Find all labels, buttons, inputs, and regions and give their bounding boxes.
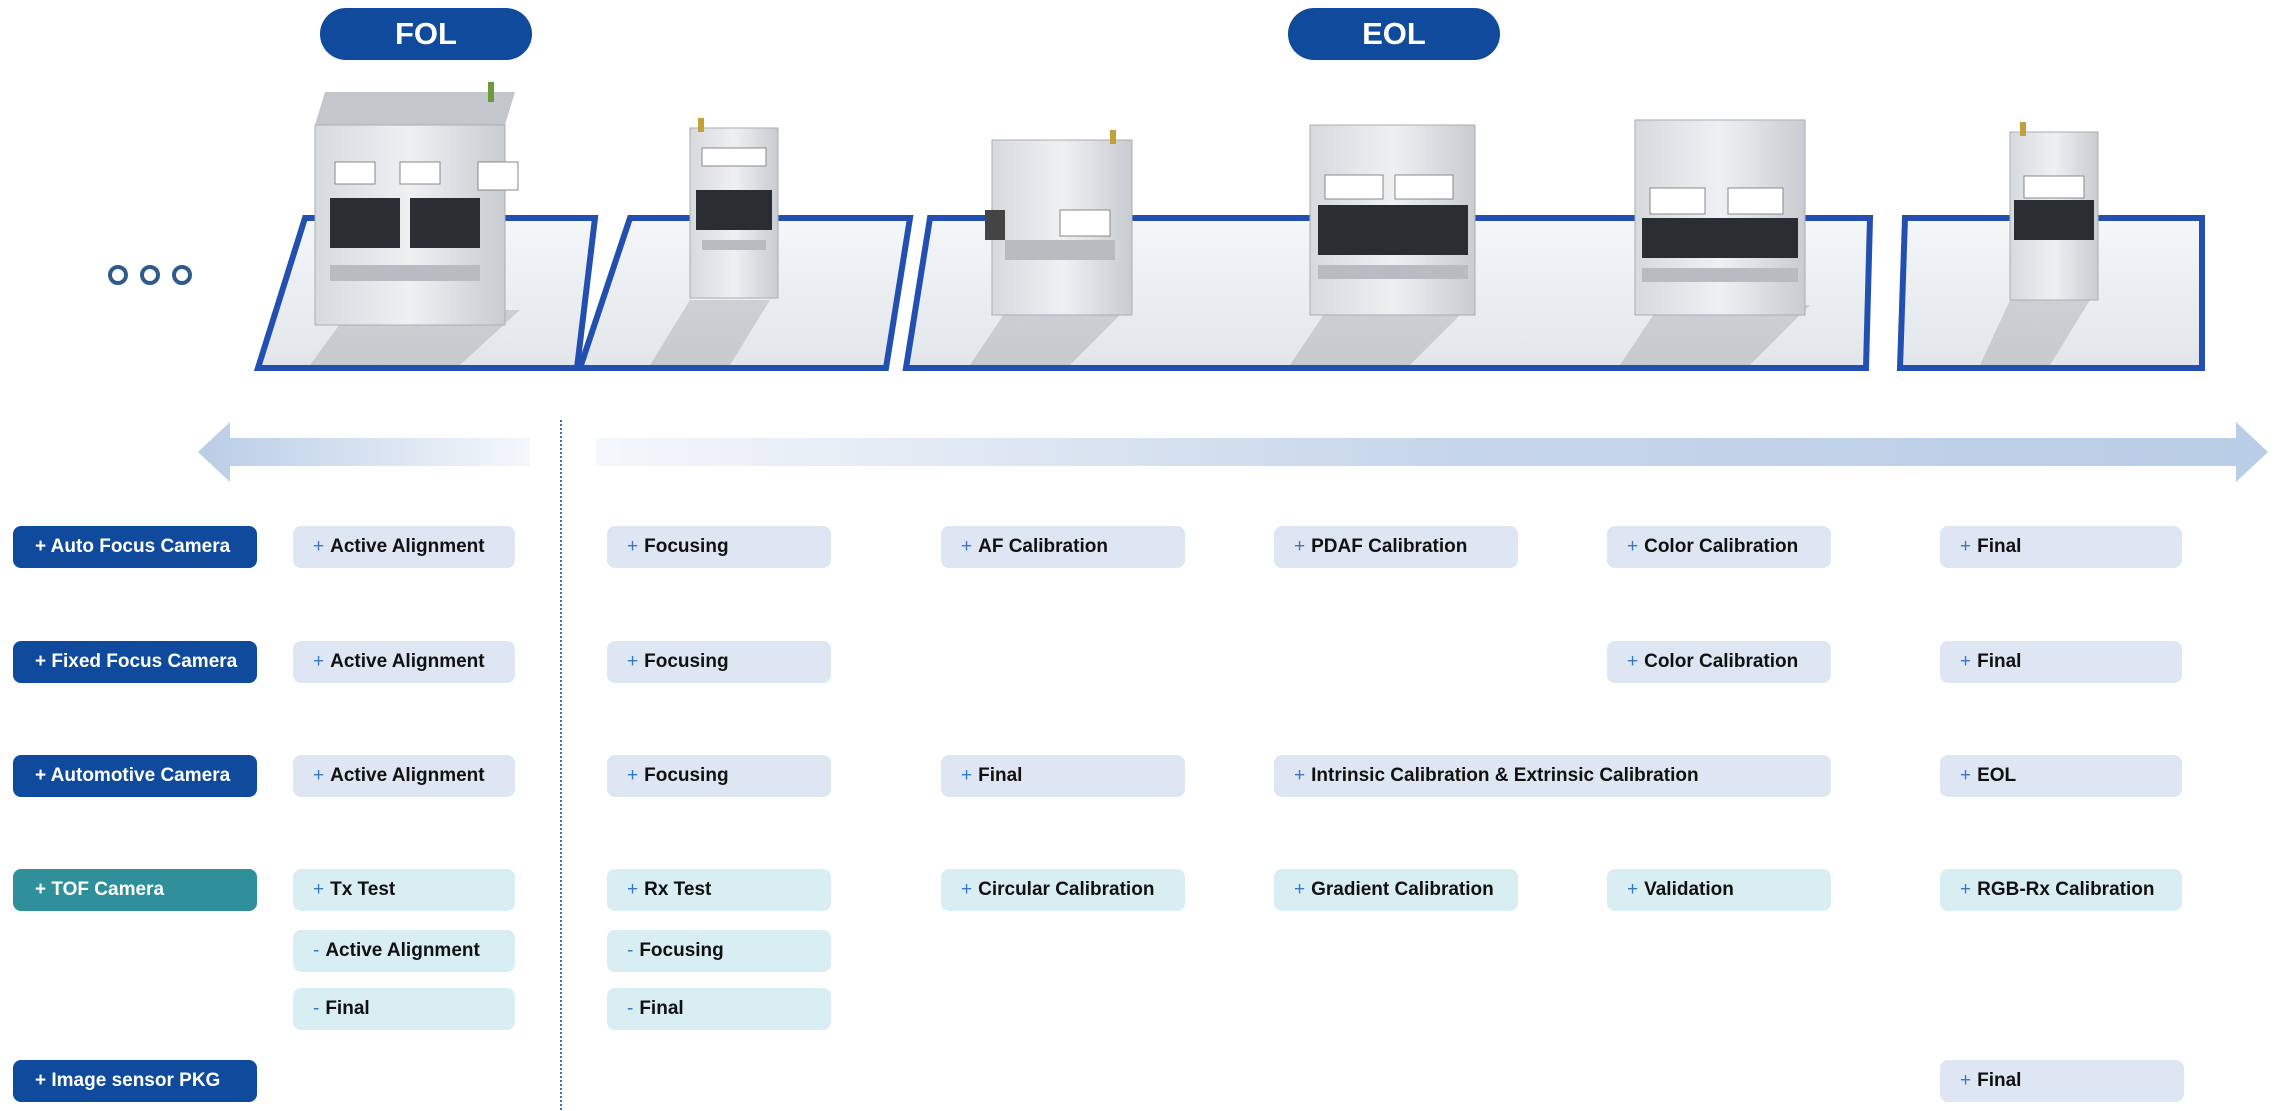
minus-marker: - — [627, 940, 634, 961]
fol-header: FOL — [320, 8, 532, 60]
step-final: -Final — [607, 988, 831, 1030]
plus-marker: + — [313, 651, 325, 672]
category-tof-camera: + TOF Camera — [13, 869, 257, 911]
fol-eol-divider — [560, 420, 562, 1110]
machine-line-illustration — [253, 82, 2205, 371]
step-eol: +EOL — [1940, 755, 2182, 797]
category-fixed-focus-camera: + Fixed Focus Camera — [13, 641, 257, 683]
step-focusing: +Focusing — [607, 641, 831, 683]
arrow-left-icon — [198, 422, 530, 482]
machine-1 — [314, 82, 519, 326]
category-image-sensor-pkg: + Image sensor PKG — [13, 1060, 257, 1102]
step-active-alignment: +Active Alignment — [293, 755, 515, 797]
plus-marker: + — [1627, 651, 1639, 672]
plus-marker: + — [961, 765, 973, 786]
machine-6 — [2009, 122, 2099, 301]
step-final: +Final — [1940, 641, 2182, 683]
step-circular-calibration: +Circular Calibration — [941, 869, 1185, 911]
plus-marker: + — [961, 879, 973, 900]
minus-marker: - — [313, 998, 320, 1019]
step-final: -Final — [293, 988, 515, 1030]
step-active-alignment: +Active Alignment — [293, 526, 515, 568]
machine-2 — [689, 118, 779, 299]
category-automotive-camera: + Automotive Camera — [13, 755, 257, 797]
step-rgb-rx-calibration: +RGB-Rx Calibration — [1940, 869, 2182, 911]
plus-marker: + — [313, 765, 325, 786]
machine-5 — [1634, 119, 1806, 316]
step-tx-test: +Tx Test — [293, 869, 515, 911]
plus-marker: + — [1627, 879, 1639, 900]
step-active-alignment: +Active Alignment — [293, 641, 515, 683]
plus-marker: + — [313, 536, 325, 557]
plus-marker: + — [1960, 651, 1972, 672]
plus-marker: + — [1294, 879, 1306, 900]
eol-header: EOL — [1288, 8, 1500, 60]
step-final: +Final — [1940, 1060, 2184, 1102]
machine-3 — [985, 130, 1133, 316]
step-focusing: +Focusing — [607, 755, 831, 797]
category-auto-focus-camera: + Auto Focus Camera — [13, 526, 257, 568]
three-circles-icon — [108, 265, 192, 285]
step-final: +Final — [941, 755, 1185, 797]
step-pdaf-calibration: +PDAF Calibration — [1274, 526, 1518, 568]
machine-4 — [1309, 124, 1476, 316]
plus-marker: + — [1627, 536, 1639, 557]
step-color-calibration: +Color Calibration — [1607, 526, 1831, 568]
step-rx-test: +Rx Test — [607, 869, 831, 911]
step-color-calibration: +Color Calibration — [1607, 641, 1831, 683]
step-gradient-calibration: +Gradient Calibration — [1274, 869, 1518, 911]
plus-marker: + — [1960, 765, 1972, 786]
minus-marker: - — [313, 940, 320, 961]
plus-marker: + — [1960, 536, 1972, 557]
step-focusing: -Focusing — [607, 930, 831, 972]
plus-marker: + — [313, 879, 325, 900]
plus-marker: + — [627, 879, 639, 900]
plus-marker: + — [627, 651, 639, 672]
plus-marker: + — [1960, 1070, 1972, 1091]
plus-marker: + — [1294, 765, 1306, 786]
plus-marker: + — [627, 765, 639, 786]
step-focusing: +Focusing — [607, 526, 831, 568]
plus-marker: + — [961, 536, 973, 557]
step-validation: +Validation — [1607, 869, 1831, 911]
arrow-right-icon — [596, 422, 2268, 482]
step-intrinsic-extrinsic-calibration: +Intrinsic Calibration & Extrinsic Calib… — [1274, 755, 1831, 797]
plus-marker: + — [1294, 536, 1306, 557]
minus-marker: - — [627, 998, 634, 1019]
step-af-calibration: +AF Calibration — [941, 526, 1185, 568]
plus-marker: + — [1960, 879, 1972, 900]
step-active-alignment: -Active Alignment — [293, 930, 515, 972]
plus-marker: + — [627, 536, 639, 557]
step-final: +Final — [1940, 526, 2182, 568]
